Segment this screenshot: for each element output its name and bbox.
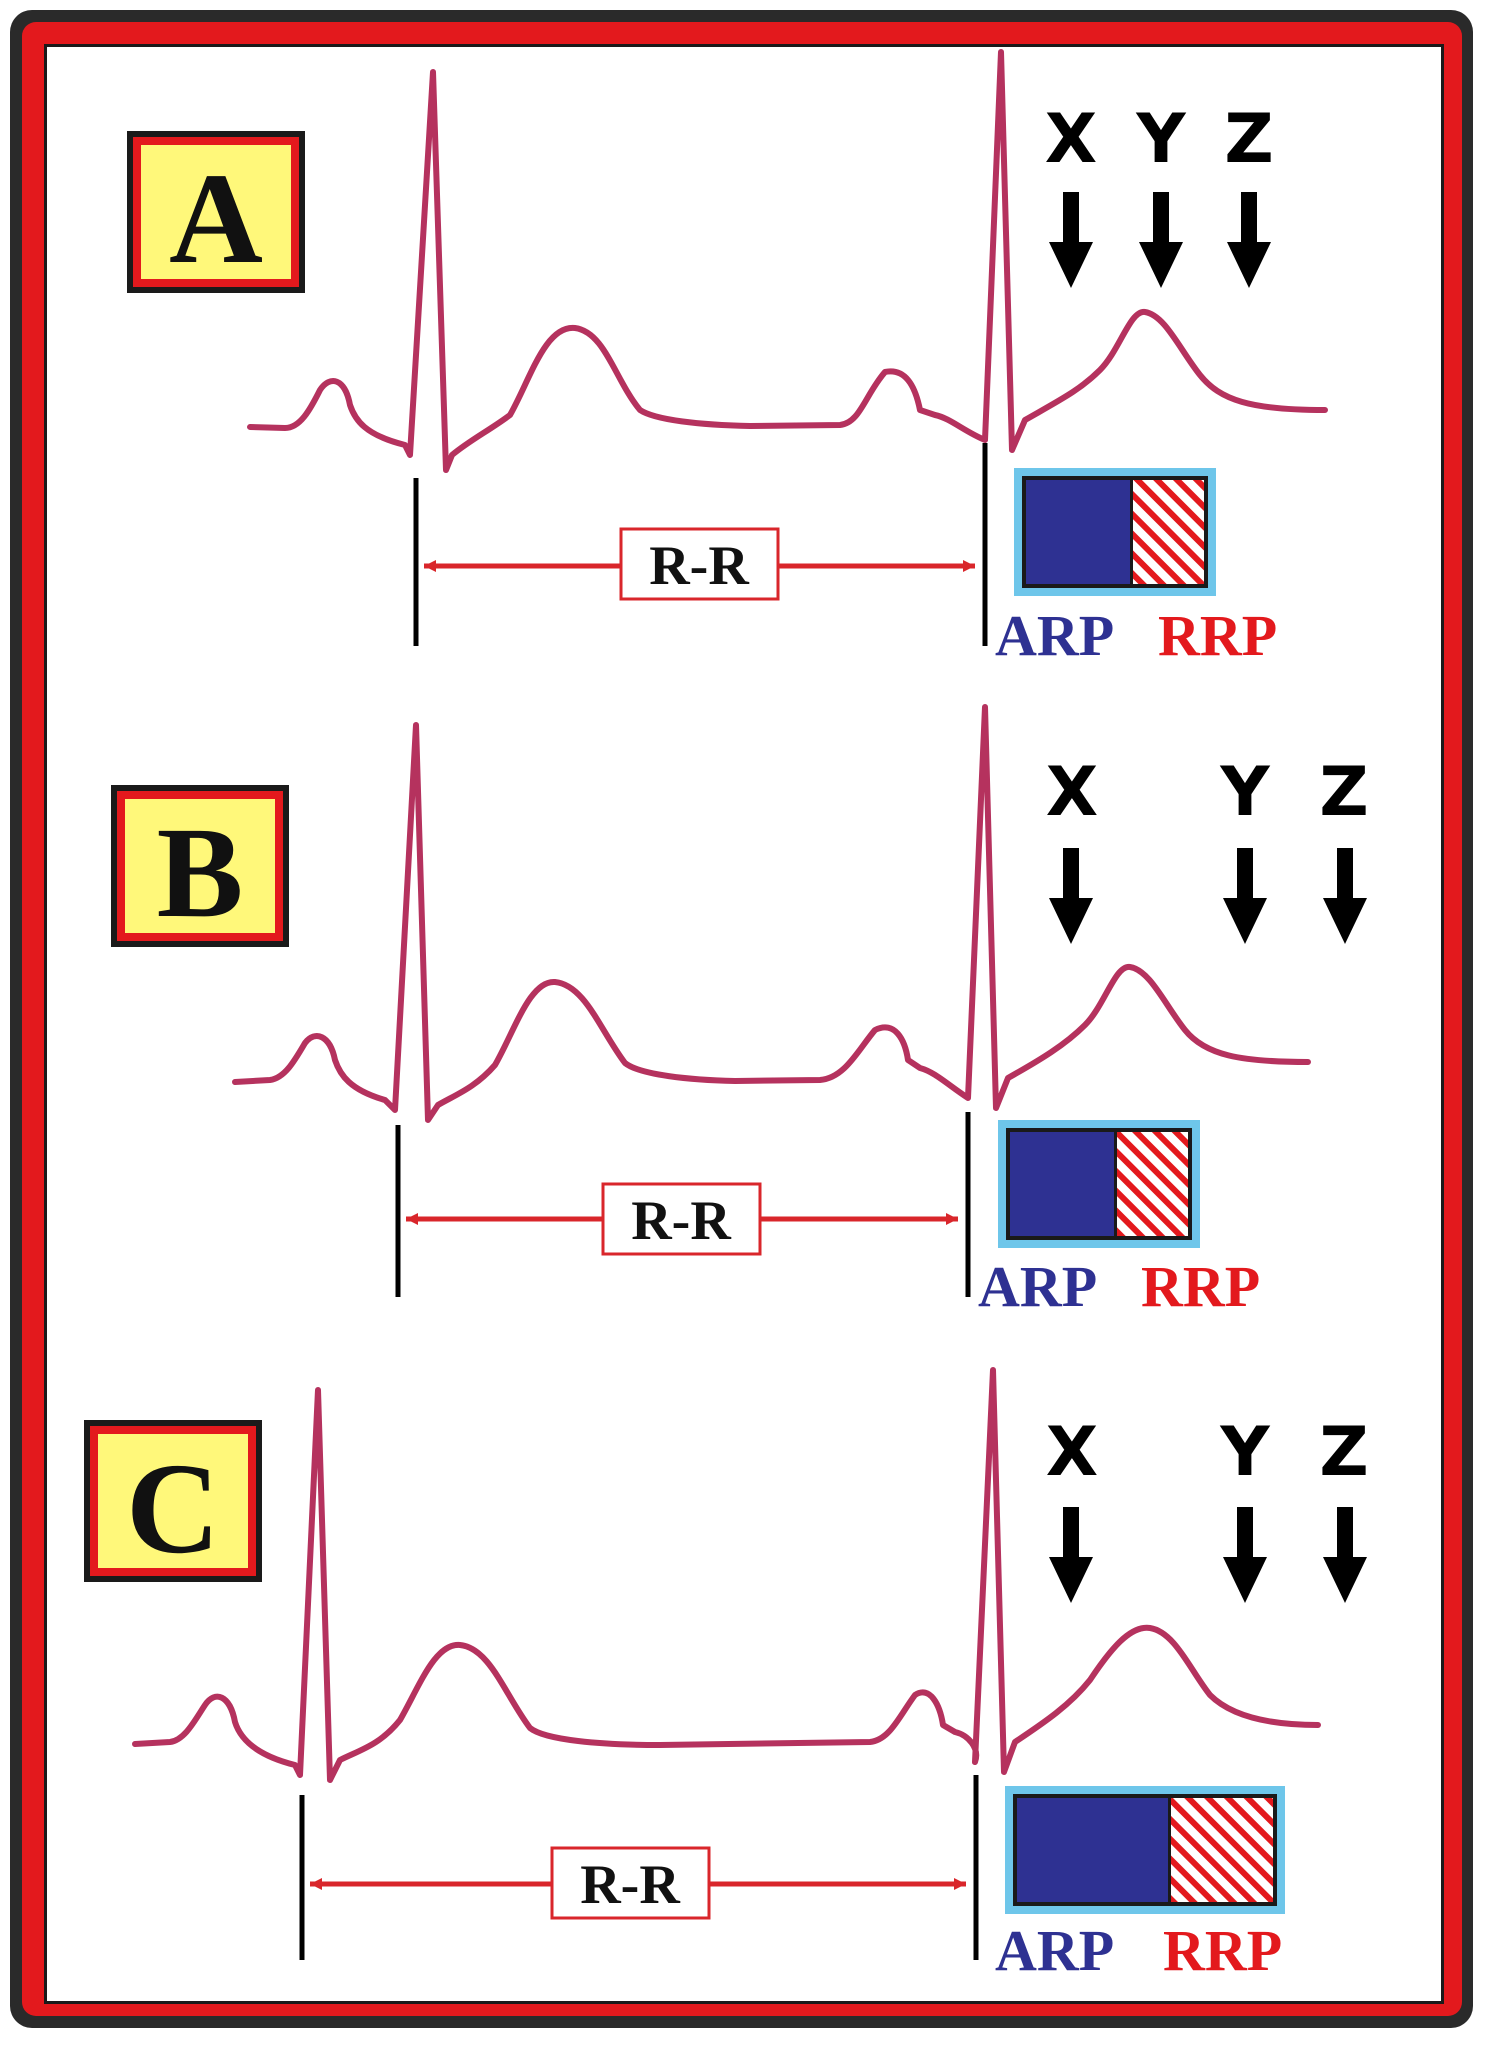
arrow-label-z: Z [1319, 1413, 1368, 1492]
rr-label: R-R [631, 1190, 731, 1252]
rrp-label: RRP [1158, 603, 1277, 668]
rr-interval: R-R [395, 1112, 971, 1297]
panel-b: B R-R X Y Z ARP RRP [111, 704, 1369, 1319]
refractory-legend: ARP RRP [995, 1786, 1285, 1983]
rr-label-box [619, 527, 780, 601]
panel-label-box: A [127, 131, 305, 293]
panel-label: A [169, 147, 263, 291]
phase-arrows: X Y Z [1046, 1413, 1369, 1603]
panel-label: B [157, 801, 244, 945]
arp-label: ARP [995, 603, 1114, 668]
panel-label: C [126, 1437, 220, 1581]
ecg-trace [232, 704, 1311, 1123]
down-arrow-icon [1227, 192, 1271, 288]
rr-interval: R-R [413, 443, 988, 646]
panel-c: C R-R X Y Z ARP RRP [84, 1367, 1369, 1983]
rrp-block [1117, 1132, 1188, 1236]
arrow-label-x: X [1045, 100, 1097, 179]
down-arrow-icon [1223, 1507, 1267, 1603]
arrow-label-y: Y [1219, 753, 1270, 832]
down-arrow-icon [1323, 848, 1367, 944]
rr-label: R-R [580, 1854, 680, 1916]
phase-arrows: X Y Z [1046, 753, 1369, 944]
rrp-block [1171, 1798, 1273, 1902]
arp-block [1010, 1132, 1114, 1236]
down-arrow-icon [1323, 1507, 1367, 1603]
arp-label: ARP [995, 1918, 1114, 1983]
panel-a: A R-R X Y Z ARP RRP [127, 49, 1328, 668]
arrow-label-y: Y [1135, 100, 1186, 179]
arrow-label-x: X [1046, 1413, 1098, 1492]
phase-arrows: X Y Z [1045, 100, 1274, 288]
down-arrow-icon [1049, 848, 1093, 944]
down-arrow-icon [1049, 1507, 1093, 1603]
arp-label: ARP [978, 1254, 1097, 1319]
ecg-trace [132, 1367, 1321, 1783]
arp-block [1026, 480, 1130, 584]
arrow-label-y: Y [1219, 1413, 1270, 1492]
rrp-label: RRP [1163, 1918, 1282, 1983]
rr-label-box [601, 1182, 762, 1256]
rr-interval: R-R [299, 1775, 979, 1960]
panel-label-box: C [84, 1420, 262, 1582]
refractory-legend: ARP RRP [978, 1120, 1260, 1319]
refractory-legend: ARP RRP [995, 468, 1277, 668]
down-arrow-icon [1139, 192, 1183, 288]
rrp-label: RRP [1141, 1254, 1260, 1319]
rr-label: R-R [649, 535, 749, 597]
rrp-block [1133, 480, 1204, 584]
diagram-canvas [44, 44, 1444, 2004]
arrow-label-x: X [1046, 753, 1098, 832]
ecg-trace [247, 49, 1328, 473]
down-arrow-icon [1223, 848, 1267, 944]
arrow-label-z: Z [1224, 100, 1273, 179]
down-arrow-icon [1049, 192, 1093, 288]
panel-label-box: B [111, 785, 289, 947]
rr-label-box [550, 1846, 711, 1920]
arp-block [1017, 1798, 1168, 1902]
arrow-label-z: Z [1319, 753, 1368, 832]
